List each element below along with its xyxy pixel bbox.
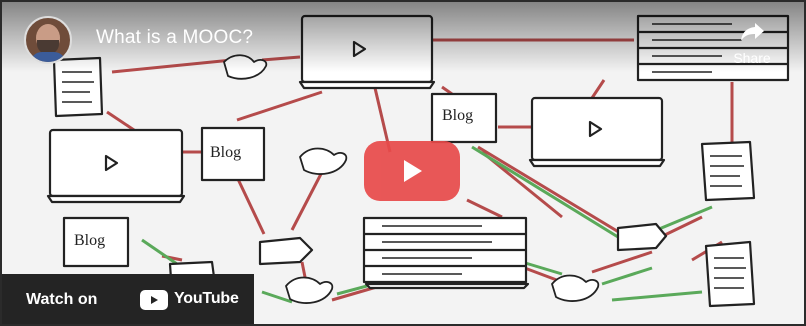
share-button[interactable]: Share <box>722 18 782 70</box>
blog-label: Blog <box>210 144 242 161</box>
avatar-shirt <box>30 52 66 62</box>
watch-on-label: Watch on <box>26 291 98 308</box>
youtube-wordmark: YouTube <box>174 290 239 307</box>
play-button[interactable] <box>364 141 460 201</box>
video-top-bar <box>2 2 804 72</box>
watch-on-youtube-button[interactable]: Watch on YouTube <box>2 274 254 324</box>
play-icon <box>404 160 422 182</box>
youtube-logo-icon <box>140 290 168 310</box>
blog-label: Blog <box>74 232 106 249</box>
video-title[interactable]: What is a MOOC? <box>96 27 254 48</box>
share-icon <box>741 23 764 41</box>
share-label: Share <box>733 50 771 66</box>
blog-label: Blog <box>442 107 474 124</box>
channel-avatar[interactable] <box>24 16 72 64</box>
avatar-beard <box>37 40 59 54</box>
